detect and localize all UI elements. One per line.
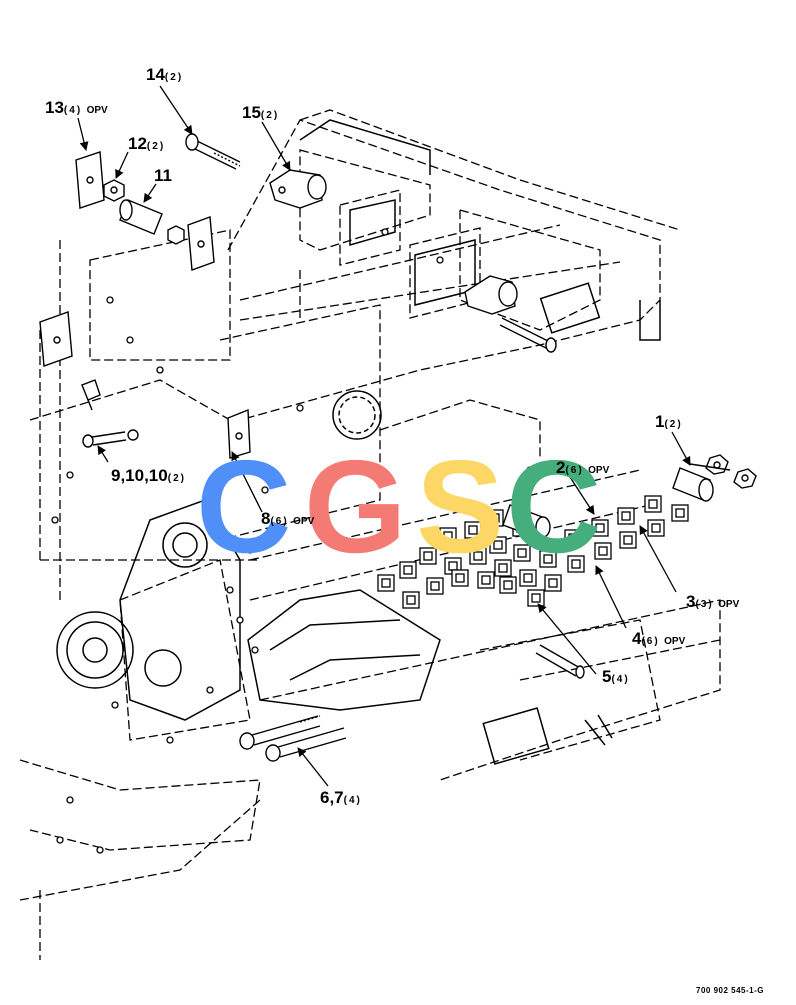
callout-9-10: 9,10,10(2) xyxy=(111,467,186,485)
callout-note: OPV xyxy=(86,105,108,116)
fastener-parts xyxy=(39,133,757,762)
callout-number: 12 xyxy=(128,134,147,153)
callout-quantity: (6) xyxy=(270,516,289,527)
callout-4: 4(6) OPV xyxy=(632,630,685,648)
callout-8: 8(6) OPV xyxy=(261,510,314,528)
callout-quantity: (6) xyxy=(641,636,660,647)
callout-1: 1(2) xyxy=(655,413,683,431)
callout-quantity: (2) xyxy=(167,473,186,484)
drawing-number: 700 902 545-1-G xyxy=(696,986,764,995)
callout-quantity: (6) xyxy=(565,465,584,476)
bearing-1 xyxy=(672,454,757,502)
callout-number: 3 xyxy=(686,592,696,611)
callout-14: 14(2) xyxy=(146,66,183,84)
callout-number: 11 xyxy=(154,166,172,185)
pins-5 xyxy=(535,644,585,679)
callout-quantity: (4) xyxy=(611,674,630,685)
shim-group xyxy=(377,495,689,609)
callout-number: 4 xyxy=(632,629,642,648)
callout-5: 5(4) xyxy=(602,668,630,686)
leader-lines xyxy=(77,85,691,787)
callout-quantity: (2) xyxy=(664,419,683,430)
nut-12 xyxy=(103,179,185,245)
callout-number: 5 xyxy=(602,667,612,686)
callout-quantity: (4) xyxy=(63,105,83,116)
callout-note: OPV xyxy=(293,516,315,527)
callout-15: 15(2) xyxy=(242,104,279,122)
callout-number: 8 xyxy=(261,509,271,528)
callout-13: 13(4) OPV xyxy=(45,99,108,117)
callout-note: OPV xyxy=(718,599,740,610)
frame-details xyxy=(56,119,661,765)
callout-number: 13 xyxy=(45,98,64,117)
callout-number: 6,7 xyxy=(320,788,344,807)
shim-13 xyxy=(39,151,251,459)
callout-3: 3(3) OPV xyxy=(686,593,739,611)
callout-note: OPV xyxy=(664,636,686,647)
callout-quantity: (4) xyxy=(343,795,362,806)
mounting-holes xyxy=(51,228,534,854)
callout-number: 14 xyxy=(146,65,165,84)
pin-2 xyxy=(502,504,551,539)
callout-note: OPV xyxy=(588,465,610,476)
callout-11: 11 xyxy=(154,167,172,185)
watermark-letter-c2: C xyxy=(506,440,601,560)
bolts-6-7 xyxy=(239,715,347,762)
spacer-11 xyxy=(119,199,163,235)
watermark-letter-s: S xyxy=(416,440,504,560)
bolt-14 xyxy=(185,133,241,170)
bushing-right xyxy=(464,275,557,353)
bolt-9-10 xyxy=(81,379,139,448)
callout-quantity: (3) xyxy=(695,599,714,610)
callout-quantity: (2) xyxy=(146,141,166,152)
callout-6-7: 6,7(4) xyxy=(320,789,362,807)
callout-quantity: (2) xyxy=(164,72,184,83)
callout-number: 9,10,10 xyxy=(111,466,168,485)
callout-12: 12(2) xyxy=(128,135,165,153)
callout-quantity: (2) xyxy=(260,110,280,121)
bushing-15 xyxy=(269,169,327,209)
watermark-letter-c1: C xyxy=(196,440,291,560)
watermark-letter-g: G xyxy=(304,440,407,560)
callout-number: 1 xyxy=(655,412,665,431)
frame-outline xyxy=(19,109,721,960)
callout-2: 2(6) OPV xyxy=(556,459,609,477)
callout-number: 15 xyxy=(242,103,261,122)
callout-number: 2 xyxy=(556,458,566,477)
cgsc-watermark: C G S C xyxy=(196,440,601,560)
